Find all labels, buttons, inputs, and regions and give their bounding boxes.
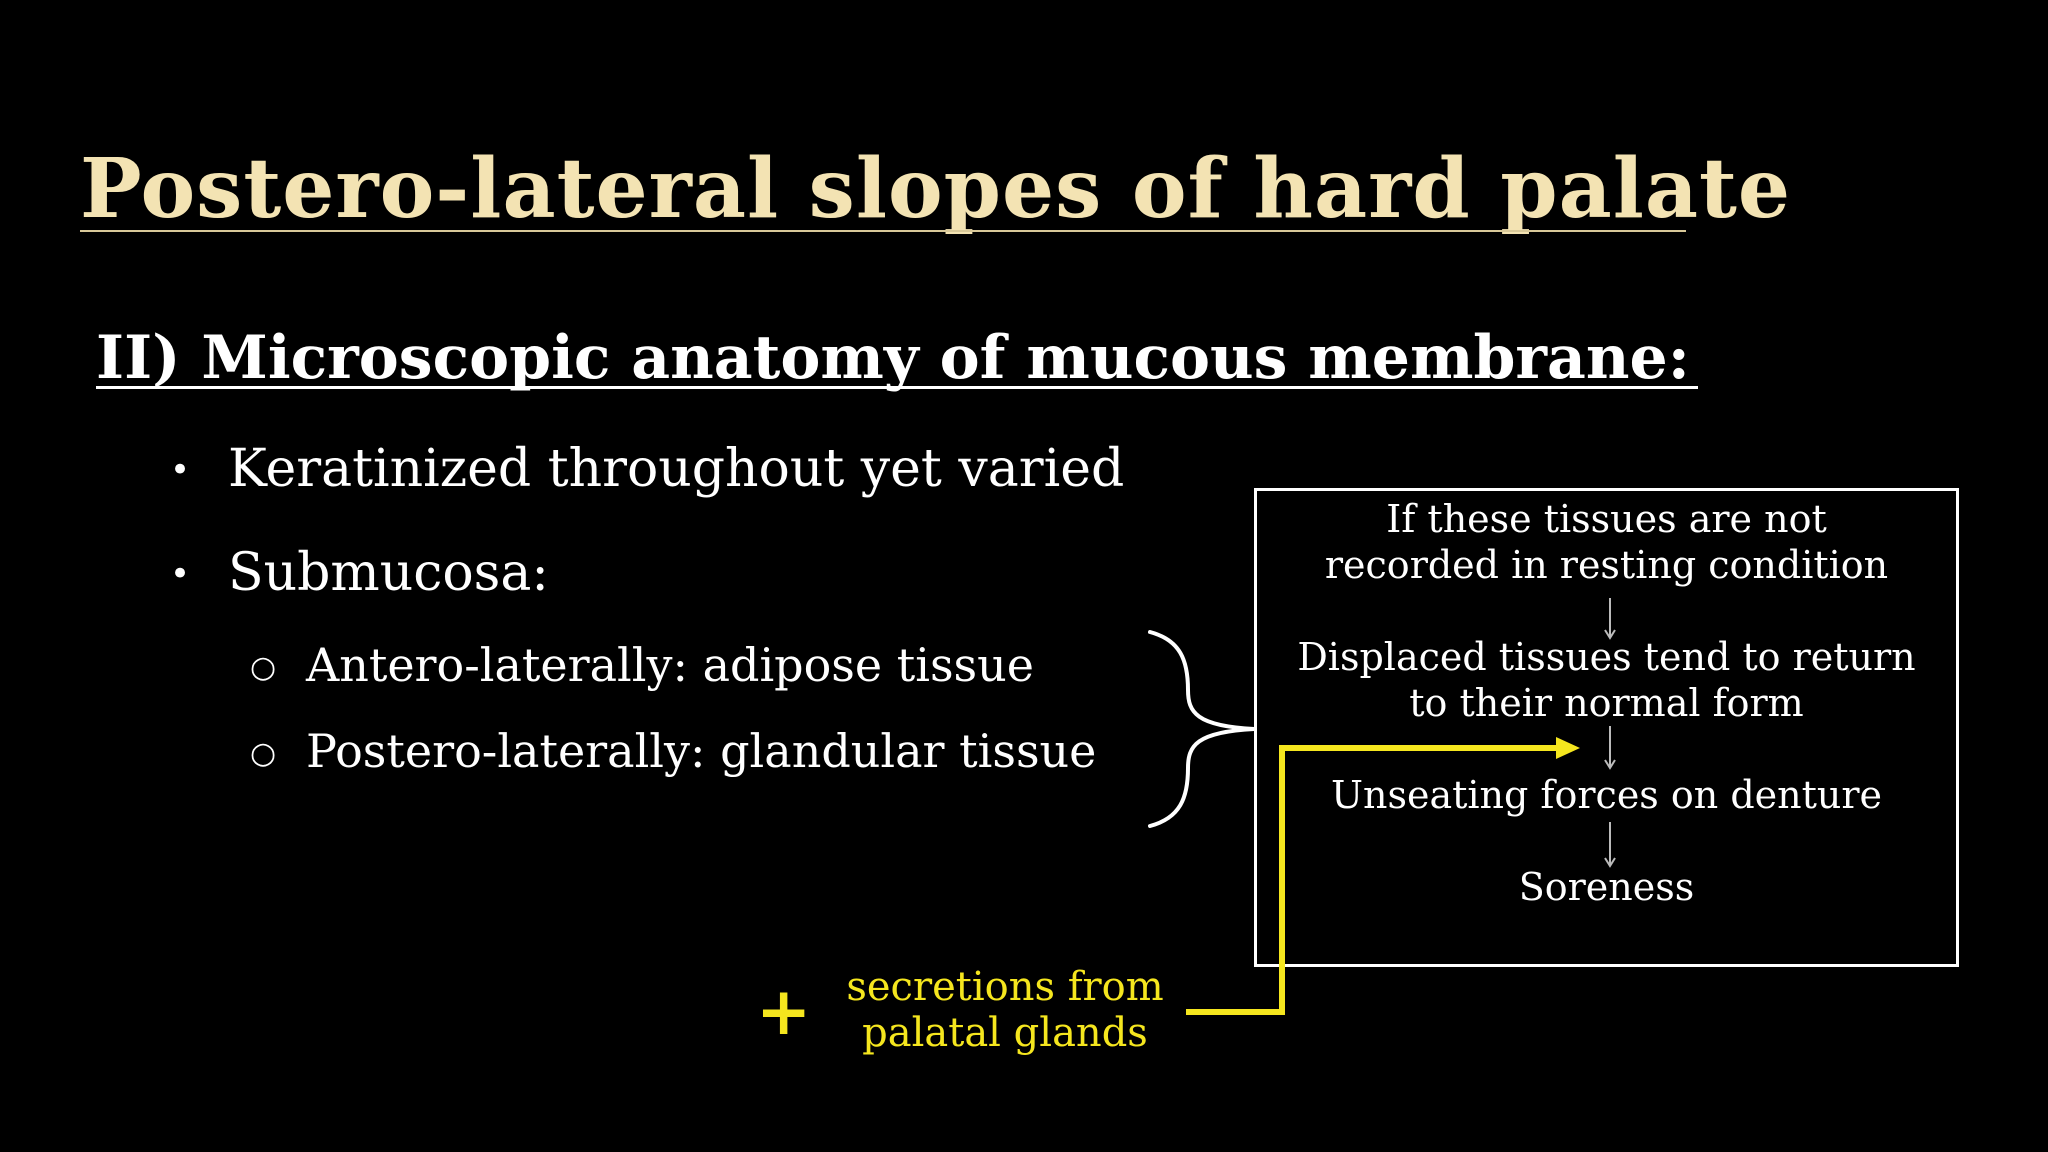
flow-step-displaced: Displaced tissues tend to return to thei… <box>1254 634 1959 726</box>
circle-bullet-icon: ○ <box>250 650 277 685</box>
circle-bullet-icon: ○ <box>250 736 277 771</box>
flow-step-text: If these tissues are not recorded in res… <box>1324 497 1889 587</box>
flow-step-text: Displaced tissues tend to return to thei… <box>1297 635 1916 725</box>
flow-box <box>1254 488 1959 967</box>
flow-step-unseating: Unseating forces on denture <box>1254 772 1959 818</box>
bullet-text: Submucosa: <box>228 543 549 603</box>
curly-brace-icon <box>1148 630 1255 828</box>
sub-bullet-text: Postero-laterally: glandular tissue <box>306 724 1097 778</box>
flow-down-arrow-icon <box>1604 726 1616 770</box>
slide-title: Postero-lateral slopes of hard palate <box>80 141 1792 237</box>
flow-down-arrow-icon <box>1604 822 1616 868</box>
title-underline <box>80 230 1686 232</box>
sub-bullet-text: Antero-laterally: adipose tissue <box>306 638 1035 692</box>
bullet-marker-icon: • <box>170 450 191 490</box>
flow-down-arrow-icon <box>1604 598 1616 640</box>
annotation-text: secretions from palatal glands <box>846 964 1164 1056</box>
flow-step-soreness: Soreness <box>1254 864 1959 910</box>
section-heading: II) Microscopic anatomy of mucous membra… <box>96 323 1690 393</box>
plus-icon: + <box>756 972 812 1050</box>
heading-underline <box>96 386 1698 389</box>
secretions-annotation: secretions from palatal glands <box>820 964 1190 1056</box>
bullet-marker-icon: • <box>170 554 191 594</box>
flow-step-text: Soreness <box>1518 865 1695 909</box>
bullet-text: Keratinized throughout yet varied <box>228 439 1125 499</box>
yellow-connector-arrow-icon <box>1186 737 1580 1015</box>
flow-step-text: Unseating forces on denture <box>1330 773 1883 817</box>
flow-step-not-recorded: If these tissues are not recorded in res… <box>1254 496 1959 588</box>
